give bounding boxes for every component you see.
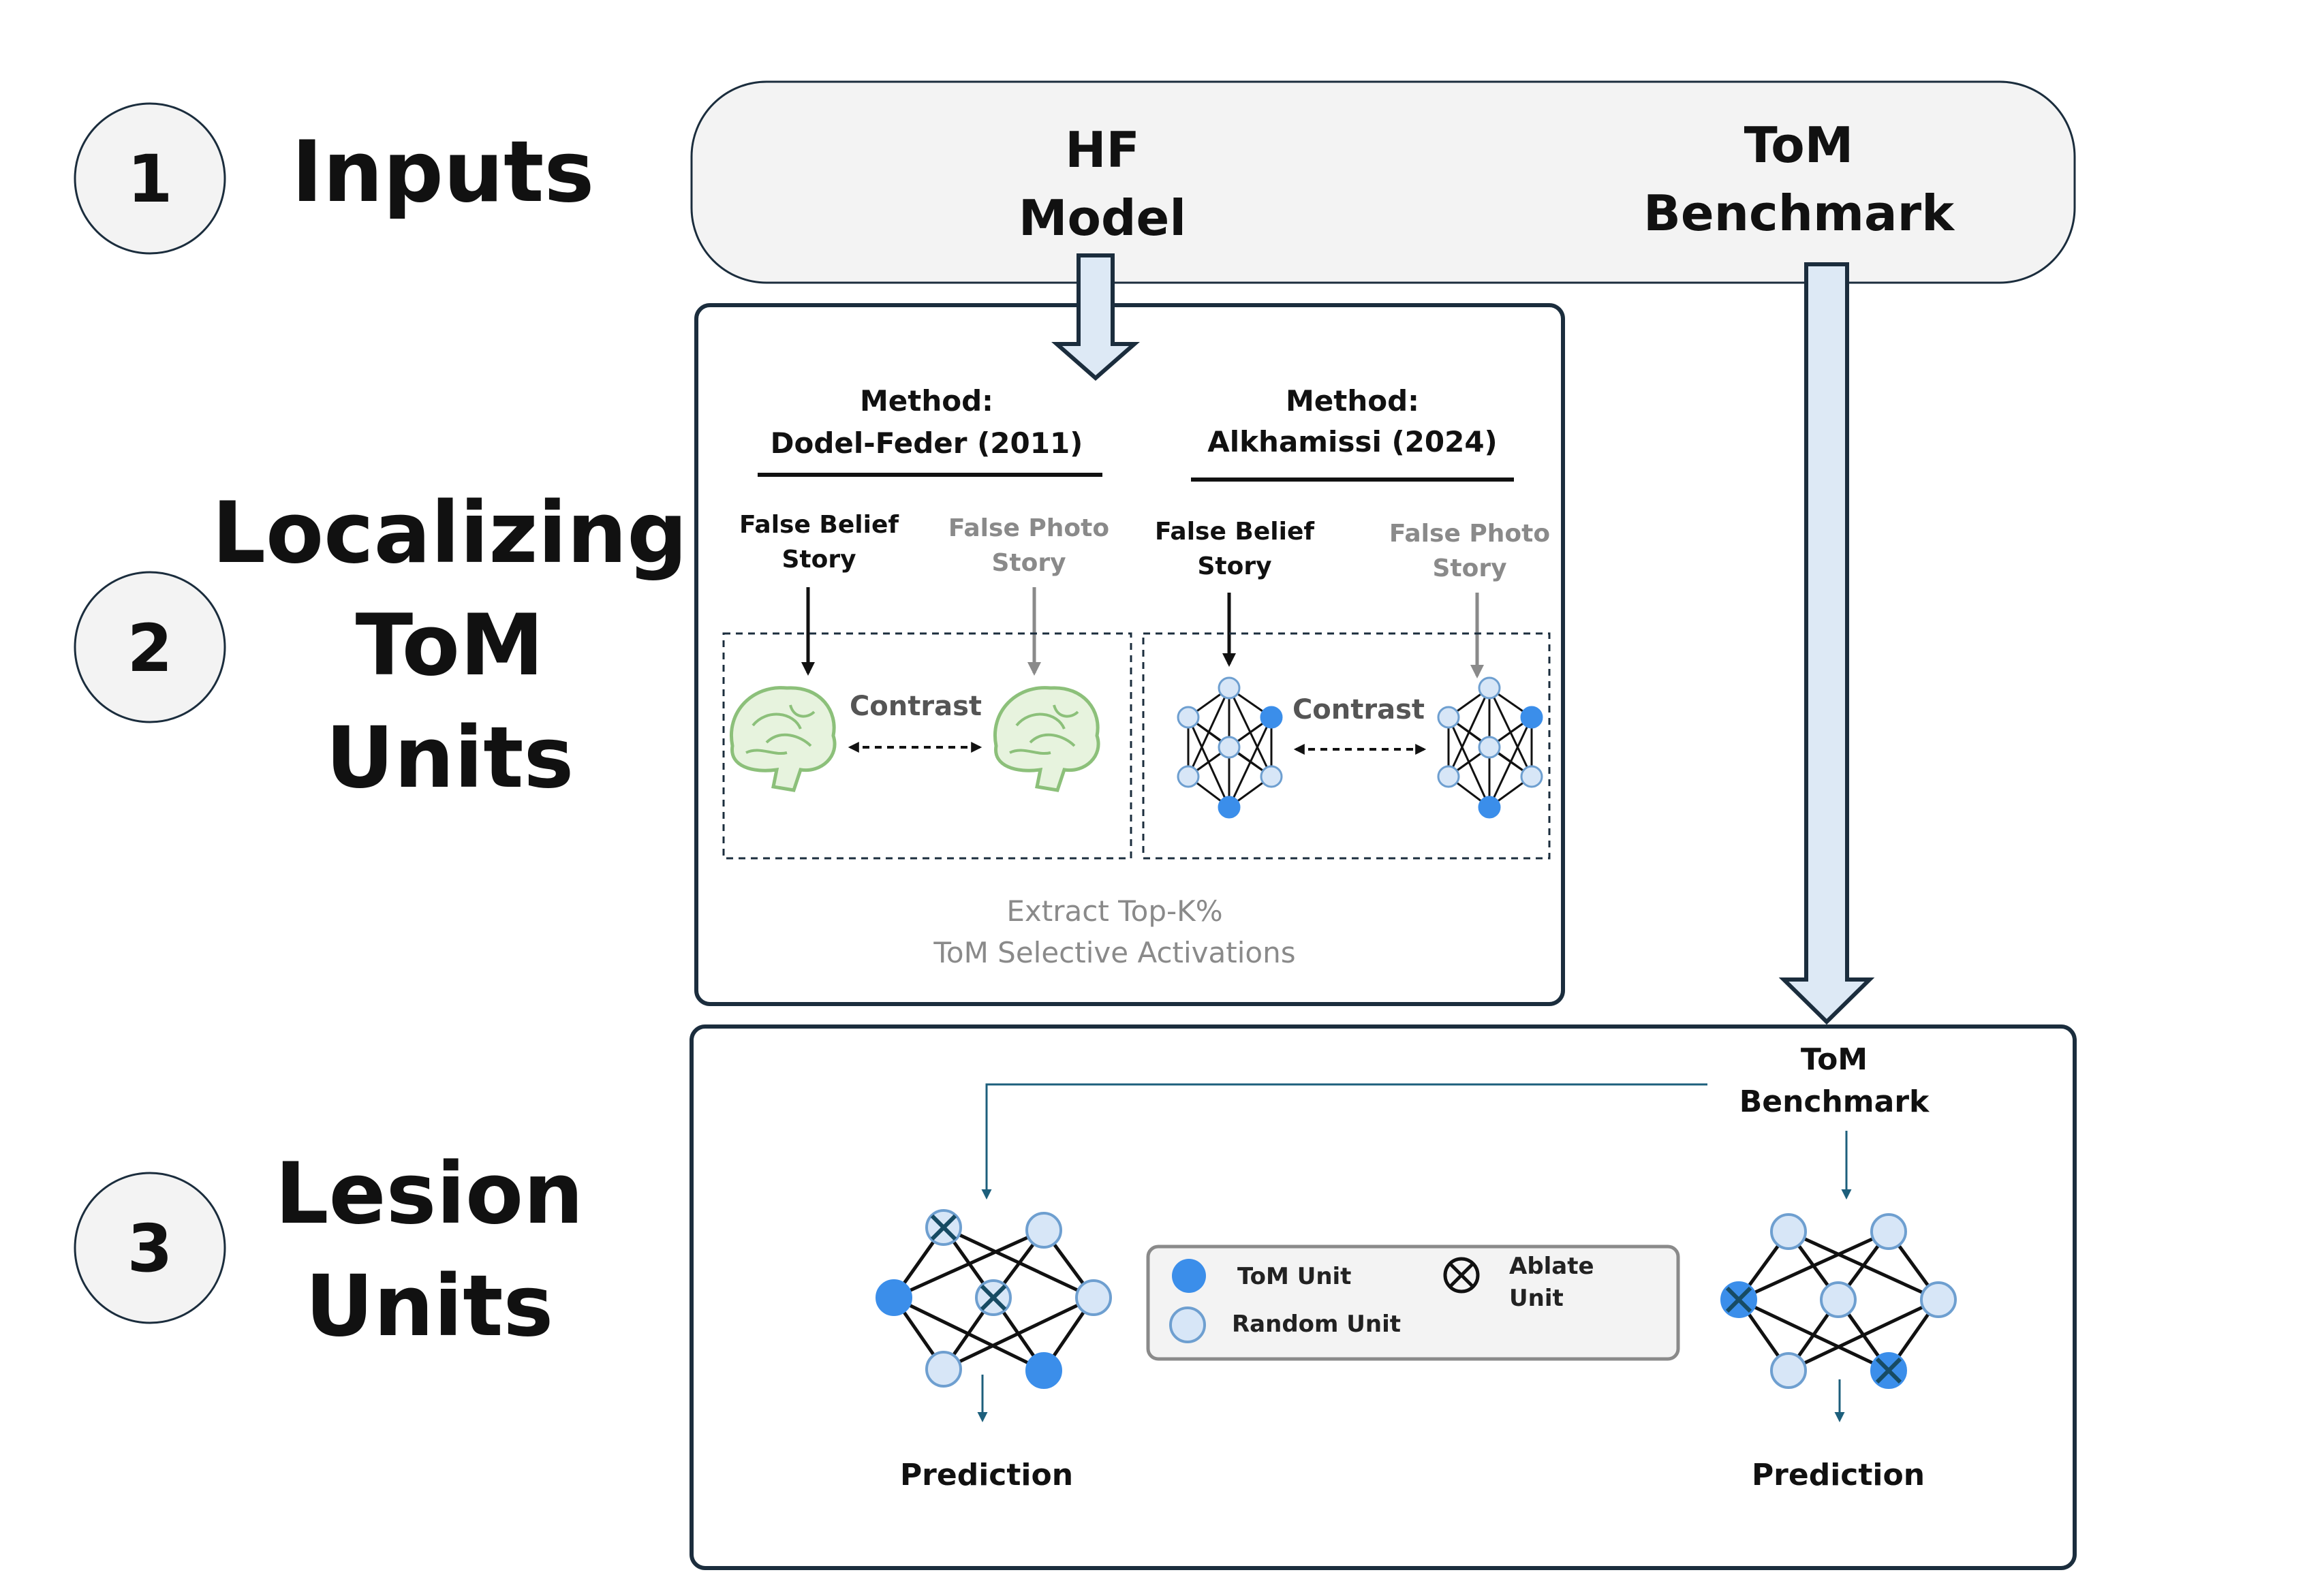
- model-to-localizer-arrow: [1051, 253, 1140, 381]
- method-1-false-photo-line-1: False Photo: [948, 514, 1109, 542]
- step-1-title: Inputs: [292, 123, 595, 221]
- ablate-icon: [1443, 1257, 1480, 1294]
- method-1-contrast-panel: [722, 632, 1132, 860]
- lesioned-network-left: [876, 1212, 1112, 1389]
- step-1-number: 1: [127, 141, 173, 217]
- method-1-false-photo-line-2: Story: [991, 549, 1066, 577]
- ablate-icon: [925, 1209, 962, 1246]
- hf-model-label-line-1: HF: [1065, 121, 1139, 178]
- brain-icon: [993, 686, 1100, 792]
- lesion-benchmark-label-line-1: ToM: [1801, 1042, 1868, 1077]
- method-2-false-photo-line-1: False Photo: [1389, 520, 1550, 548]
- step-3-title-line-2: Units: [305, 1257, 554, 1356]
- extract-label-line-1: Extract Top-K%: [1006, 894, 1222, 928]
- step-3-circle: [74, 1172, 226, 1324]
- inputs-box-frame: [690, 80, 2076, 284]
- brain-icon: [730, 686, 837, 792]
- step-2: 2 Localizing ToM Units: [74, 484, 687, 807]
- legend-frame: [1146, 1245, 1680, 1361]
- legend-ablate-label-line-1: Ablate: [1509, 1253, 1594, 1280]
- ablate-icon: [1870, 1352, 1907, 1389]
- step-2-title-line-3: Units: [326, 709, 574, 807]
- method-2-contrast-label: Contrast: [1292, 694, 1425, 725]
- method-1-contrast-label: Contrast: [850, 691, 982, 722]
- method-2-false-belief-line-1: False Belief: [1155, 518, 1314, 546]
- step-3: 3 Lesion Units: [74, 1145, 584, 1356]
- legend: ToM Unit Random Unit Ablate Unit: [1146, 1245, 1680, 1361]
- step-3-title-line-1: Lesion: [275, 1145, 584, 1243]
- tom-benchmark-label-line-1: ToM: [1744, 116, 1854, 174]
- legend-random-unit-swatch: [1169, 1306, 1206, 1343]
- lesion-benchmark-label-line-2: Benchmark: [1739, 1084, 1930, 1119]
- method-1-heading-line-2: Dodel-Feder (2011): [771, 426, 1083, 460]
- tom-benchmark-label-line-2: Benchmark: [1643, 185, 1955, 242]
- method-1-false-belief-line-1: False Belief: [739, 511, 899, 539]
- right-prediction-label: Prediction: [1752, 1458, 1925, 1492]
- legend-tom-unit-swatch: [1172, 1259, 1206, 1293]
- neural-network-icon: [1177, 676, 1283, 819]
- inputs-box: HF Model ToM Benchmark: [690, 80, 2076, 284]
- step-2-title-line-1: Localizing: [212, 484, 687, 582]
- benchmark-to-left-network-arrow: [981, 1083, 1707, 1200]
- extract-label-line-2: ToM Selective Activations: [933, 936, 1295, 969]
- legend-random-unit-label: Random Unit: [1232, 1311, 1401, 1338]
- method-1-heading-line-1: Method:: [860, 384, 993, 418]
- ablate-icon: [1720, 1281, 1757, 1318]
- legend-ablate-label-line-2: Unit: [1509, 1285, 1564, 1312]
- step-1: 1 Inputs: [74, 102, 595, 255]
- step-3-number: 3: [127, 1210, 173, 1287]
- neural-network-icon: [1437, 676, 1543, 819]
- step-2-circle: [74, 571, 226, 723]
- step-1-circle: [74, 102, 226, 255]
- method-2-contrast-panel: [1142, 632, 1551, 860]
- legend-tom-unit-label: ToM Unit: [1237, 1263, 1351, 1290]
- method-alkhamissi: Method: Alkhamissi (2024) False Belief S…: [1142, 384, 1551, 860]
- method-1-false-belief-line-2: Story: [781, 546, 856, 574]
- ablate-icon: [975, 1279, 1012, 1316]
- method-2-heading-line-1: Method:: [1286, 384, 1419, 418]
- step-2-number: 2: [127, 610, 173, 687]
- method-dodel-feder: Method: Dodel-Feder (2011) False Belief …: [722, 384, 1132, 860]
- method-2-false-belief-line-2: Story: [1197, 552, 1271, 580]
- step-2-title-line-2: ToM: [356, 597, 544, 695]
- benchmark-to-lesion-arrow: [1778, 262, 1875, 1025]
- method-2-heading-line-2: Alkhamissi (2024): [1207, 425, 1498, 458]
- method-2-false-photo-line-2: Story: [1432, 554, 1506, 582]
- hf-model-label-line-2: Model: [1019, 189, 1186, 247]
- left-prediction-label: Prediction: [900, 1458, 1073, 1492]
